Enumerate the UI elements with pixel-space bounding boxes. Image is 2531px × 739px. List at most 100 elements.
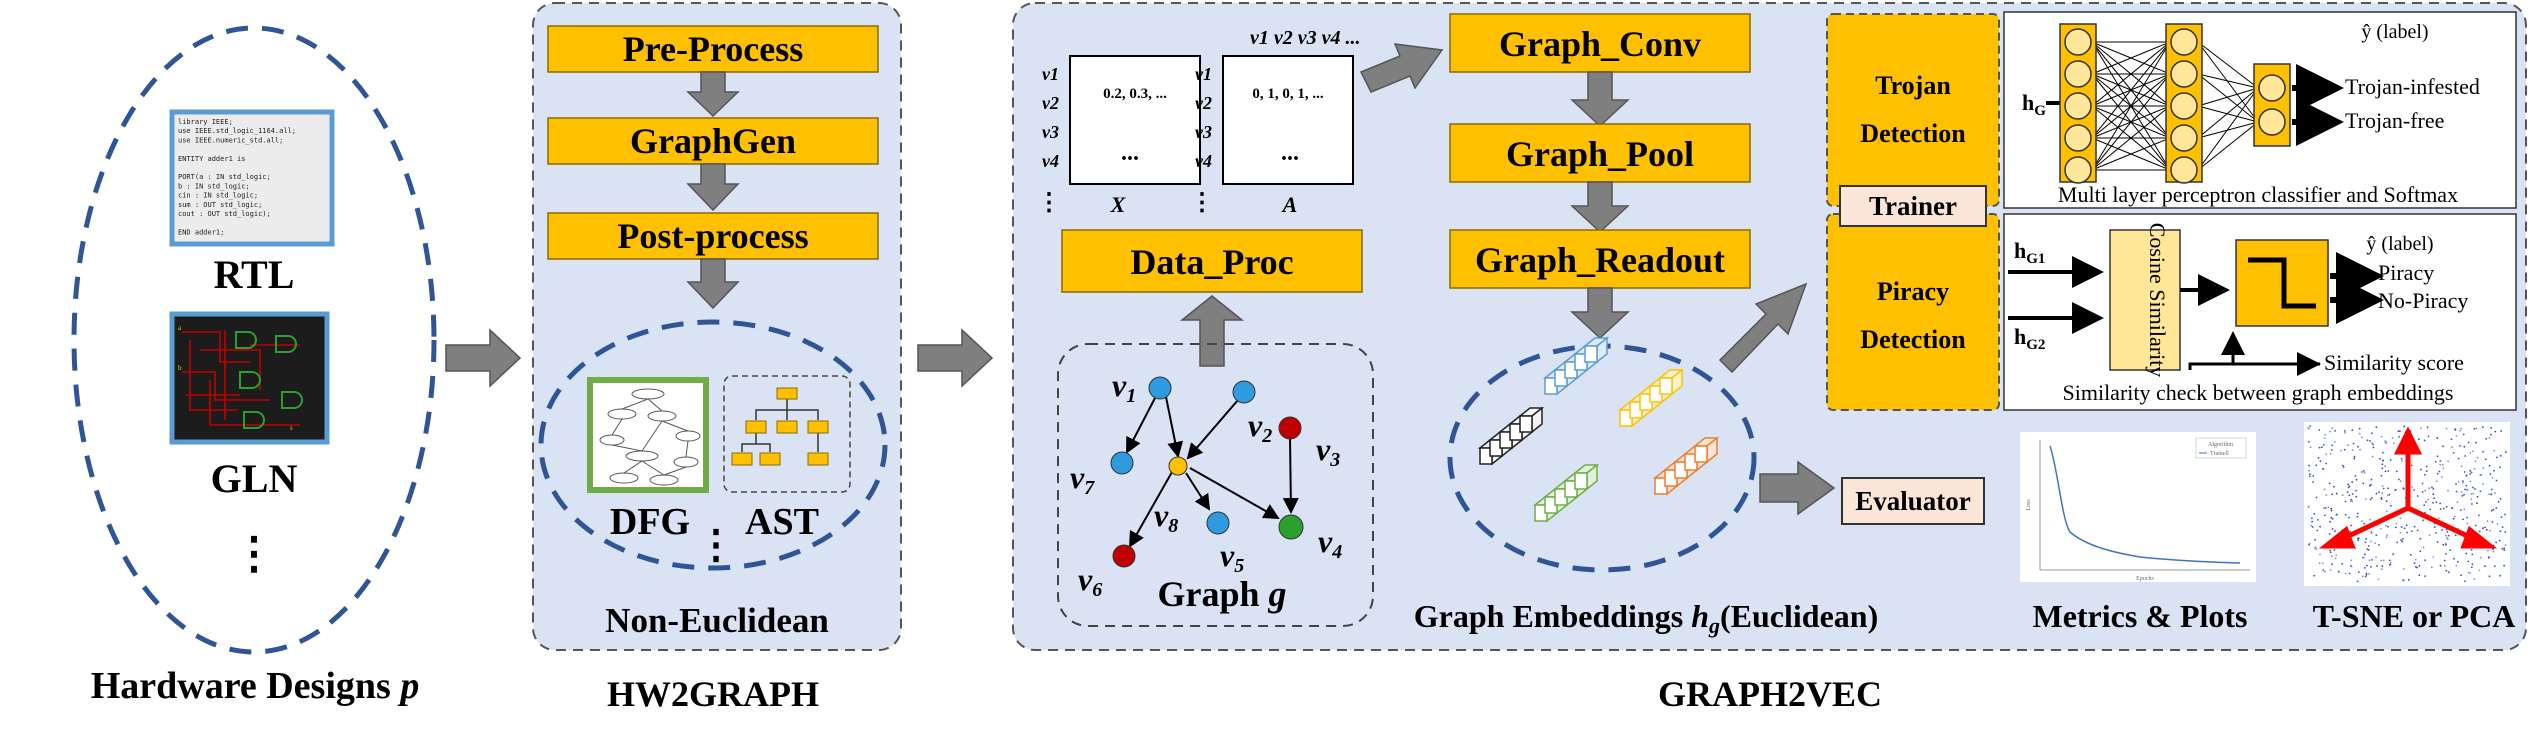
tsne-point [2323, 507, 2326, 510]
non-euclidean-label: Non-Euclidean [605, 601, 829, 640]
tsne-point [2388, 493, 2391, 496]
tsne-point [2379, 457, 2382, 460]
tsne-point [2466, 522, 2469, 525]
trojan-line1: Trojan [1875, 71, 1951, 100]
tsne-point [2329, 549, 2331, 552]
edge-v2-v8 [1186, 399, 1239, 460]
matrix-x-row-label: v2 [1042, 93, 1059, 113]
tsne-point [2324, 433, 2327, 436]
tsne-point [2399, 480, 2402, 483]
tsne-point [2488, 575, 2491, 578]
tsne-point [2467, 571, 2470, 574]
tsne-point [2316, 529, 2319, 532]
tsne-point [2416, 566, 2419, 569]
tsne-point [2359, 448, 2362, 451]
tsne-point [2470, 549, 2473, 551]
tsne-point [2312, 481, 2315, 483]
tsne-point [2333, 549, 2336, 551]
tsne-point [2351, 481, 2354, 483]
hardware-designs-caption: Hardware Designs p [91, 665, 420, 707]
mlp-neuron [2170, 92, 2198, 120]
matrix-a-row-label: v3 [1195, 122, 1212, 142]
tsne-point [2387, 525, 2390, 528]
rtl-code-line: PORT(a : IN std_logic; [178, 173, 271, 181]
tsne-point [2455, 564, 2458, 567]
mlp-neuron [2064, 124, 2092, 152]
tsne-point [2487, 549, 2489, 552]
tsne-point [2490, 493, 2493, 496]
tsne-point [2472, 450, 2474, 453]
tsne-point [2445, 534, 2447, 537]
tsne-point [2379, 528, 2382, 530]
rtl-code-line: ENTITY adder1 is [178, 155, 245, 163]
tsne-point [2456, 501, 2459, 504]
tsne-point [2416, 495, 2419, 497]
tsne-point [2484, 565, 2486, 568]
tsne-point [2469, 480, 2472, 483]
rtl-code-line: cin : IN std_logic; [178, 192, 258, 200]
graph-node-label: v8 [1154, 497, 1178, 537]
tsne-point [2504, 544, 2507, 546]
embedding-vector [1477, 406, 1545, 466]
tsne-point [2371, 432, 2373, 434]
tsne-point [2442, 445, 2445, 448]
tsne-point [2331, 528, 2334, 530]
tsne-point [2407, 578, 2410, 581]
tsne-point [2475, 441, 2477, 444]
tsne-point [2360, 436, 2363, 439]
tsne-point [2350, 500, 2352, 502]
tsne-point [2357, 539, 2360, 542]
tsne-point [2340, 449, 2342, 452]
tsne-point [2364, 575, 2367, 578]
trainer-label: Trainer [1869, 191, 1957, 221]
arrow-embeddings-to-detection [1718, 282, 1808, 374]
tsne-point [2463, 508, 2466, 511]
tsne-point [2503, 564, 2506, 567]
tsne-point [2313, 512, 2316, 515]
tsne-point [2362, 482, 2365, 485]
tsne-point [2375, 492, 2378, 495]
tsne-point [2474, 488, 2476, 490]
tsne-point [2311, 526, 2314, 528]
graph-g-label: Graph g [1157, 574, 1286, 614]
tsne-point [2442, 467, 2445, 470]
embedding-vector [1542, 336, 1610, 396]
tsne-point [2425, 501, 2427, 503]
tsne-point [2352, 442, 2355, 445]
tsne-point [2344, 572, 2347, 575]
arrow-readout-to-embeddings [1570, 287, 1630, 340]
tsne-point [2358, 427, 2361, 430]
tsne-point [2495, 479, 2498, 482]
tsne-point [2308, 464, 2311, 467]
mlp-neuron [2170, 124, 2198, 152]
graph-readout-box [1449, 229, 1751, 289]
tsne-point [2450, 438, 2453, 441]
tsne-point [2370, 478, 2373, 481]
tsne-point [2413, 489, 2416, 491]
tsne-point [2440, 476, 2443, 478]
tsne-point [2331, 444, 2334, 447]
tsne-point [2370, 566, 2372, 568]
tsne-point [2388, 564, 2391, 566]
tsne-point [2501, 526, 2504, 528]
tsne-point [2465, 552, 2468, 555]
tsne-scatter [2304, 422, 2510, 586]
tsne-point [2335, 492, 2338, 495]
tsne-point [2489, 473, 2492, 475]
tsne-point [2463, 445, 2466, 448]
tsne-point [2309, 473, 2311, 475]
tsne-point [2482, 527, 2484, 530]
tsne-point [2322, 444, 2325, 446]
trojan-detection-box: Trojan Detection [1826, 13, 2000, 207]
tsne-point [2370, 531, 2373, 533]
matrix-x-name: X [1110, 192, 1127, 217]
mlp-caption: Multi layer perceptron classifier and So… [2058, 182, 2458, 207]
tsne-point [2425, 465, 2428, 468]
tsne-point [2371, 455, 2374, 458]
tsne-point [2460, 509, 2462, 511]
tsne-point [2387, 487, 2389, 490]
tsne-point [2424, 511, 2427, 514]
arrow-matrix-to-conv [1359, 43, 1444, 93]
tsne-point [2491, 521, 2494, 523]
